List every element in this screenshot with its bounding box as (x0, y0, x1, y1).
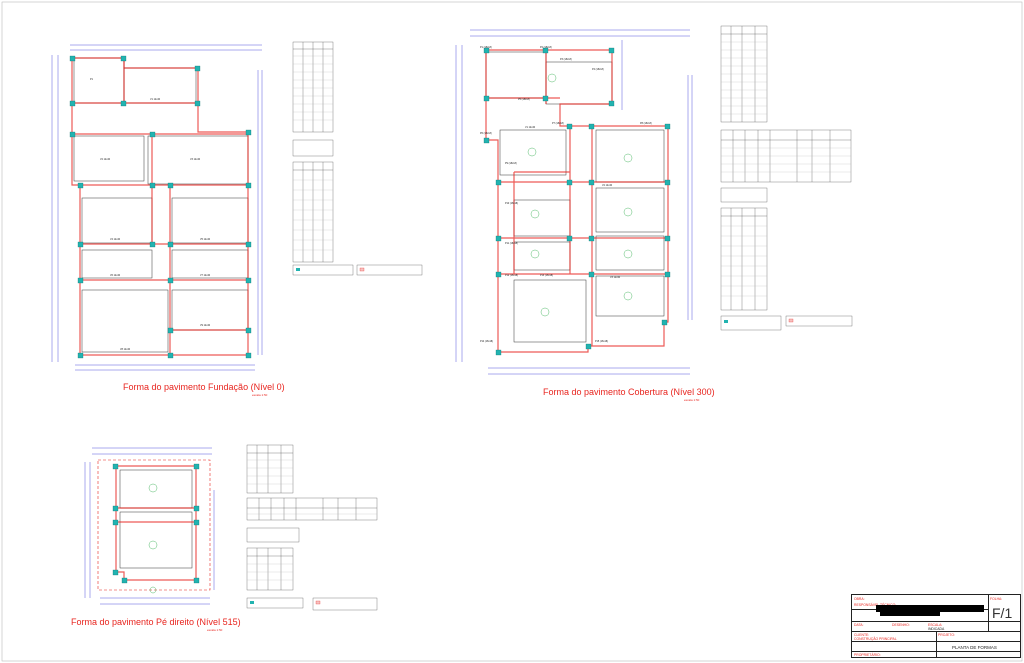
svg-text:P8 (18x18): P8 (18x18) (640, 122, 652, 125)
tables-fundacao (292, 41, 423, 276)
svg-text:V3 12x40: V3 12x40 (610, 276, 621, 279)
svg-text:V2 12x40: V2 12x40 (602, 184, 613, 187)
escala-label: ESCALA: (928, 623, 943, 627)
svg-text:P6 (18x18): P6 (18x18) (480, 132, 492, 135)
svg-text:V9 12x40: V9 12x40 (200, 324, 211, 327)
svg-text:P4 (18x18): P4 (18x18) (592, 68, 604, 71)
svg-text:P2 (18x18): P2 (18x18) (540, 46, 552, 49)
proprietario-label: PROPRIETÁRIO: (854, 653, 881, 657)
projeto-label: PROJETO: (938, 633, 955, 637)
plan-fundacao: P1 V1 12x40 V2 12x40 V3 12x40 V4 12x40 V5 1… (51, 44, 263, 371)
svg-text:V2 12x40: V2 12x40 (100, 158, 111, 161)
scale-fundacao: escala 1:50 (252, 393, 268, 397)
svg-text:V4 12x40: V4 12x40 (110, 238, 121, 241)
escala-value: INDICADA (928, 627, 945, 631)
svg-text:P12 (18x18): P12 (18x18) (505, 274, 518, 277)
projeto-value: PLANTA DE FORMAS (952, 645, 997, 650)
svg-text:V7 12x40: V7 12x40 (200, 274, 211, 277)
tables-pe-direito (246, 444, 378, 611)
scale-pe-direito: escala 1:50 (207, 628, 223, 632)
svg-text:V8 12x40: V8 12x40 (120, 348, 131, 351)
svg-text:P14 (18x18): P14 (18x18) (480, 340, 493, 343)
svg-text:P10 (18x18): P10 (18x18) (505, 202, 518, 205)
svg-text:V6 12x40: V6 12x40 (110, 274, 121, 277)
svg-text:V3 12x40: V3 12x40 (190, 158, 201, 161)
plan-pe-direito (84, 447, 215, 605)
sheet-label: FOLHA: (990, 597, 1003, 601)
caption-pe-direito: Forma do pavimento Pé direito (Nível 515… (71, 617, 241, 627)
data-label: DATA: (854, 623, 864, 627)
svg-text:P11 (18x18): P11 (18x18) (505, 242, 518, 245)
svg-text:P5 (18x18): P5 (18x18) (518, 98, 530, 101)
caption-fundacao: Forma do pavimento Fundação (Nível 0) (123, 382, 285, 392)
title-block: OBRA: RESPONSÁVEL TÉCNICO: FOLHA: DATA: … (851, 594, 1021, 658)
svg-text:V5 12x40: V5 12x40 (200, 238, 211, 241)
plan-cobertura: P1 (18x18) P2 (18x18) P3 (18x18) P4 (18x18… (455, 29, 693, 375)
caption-cobertura: Forma do pavimento Cobertura (Nível 300) (543, 387, 715, 397)
svg-text:P7 (18x18): P7 (18x18) (552, 122, 564, 125)
cliente-value: CONSTRUÇÃO PRINCIPAL (854, 637, 897, 641)
svg-text:P1 (18x18): P1 (18x18) (480, 46, 492, 49)
svg-text:V1 12x40: V1 12x40 (525, 126, 536, 129)
tables-cobertura (720, 25, 853, 331)
sheet-number: F/1 (992, 605, 1013, 621)
svg-text:P3 (18x18): P3 (18x18) (560, 58, 572, 61)
redacted-bar (880, 612, 940, 616)
responsavel-label: RESPONSÁVEL TÉCNICO: (854, 603, 896, 607)
desenho-label: DESENHO: (892, 623, 910, 627)
scale-cobertura: escala 1:50 (684, 398, 700, 402)
svg-text:P15 (18x18): P15 (18x18) (595, 340, 608, 343)
svg-text:P9 (18x18): P9 (18x18) (505, 162, 517, 165)
obra-label: OBRA: (854, 597, 865, 601)
svg-text:P1: P1 (90, 78, 94, 81)
redacted-bar (876, 605, 984, 612)
svg-text:P13 (18x18): P13 (18x18) (540, 274, 553, 277)
cliente-label: CLIENTE: (854, 633, 870, 637)
svg-text:V1 12x40: V1 12x40 (150, 98, 161, 101)
